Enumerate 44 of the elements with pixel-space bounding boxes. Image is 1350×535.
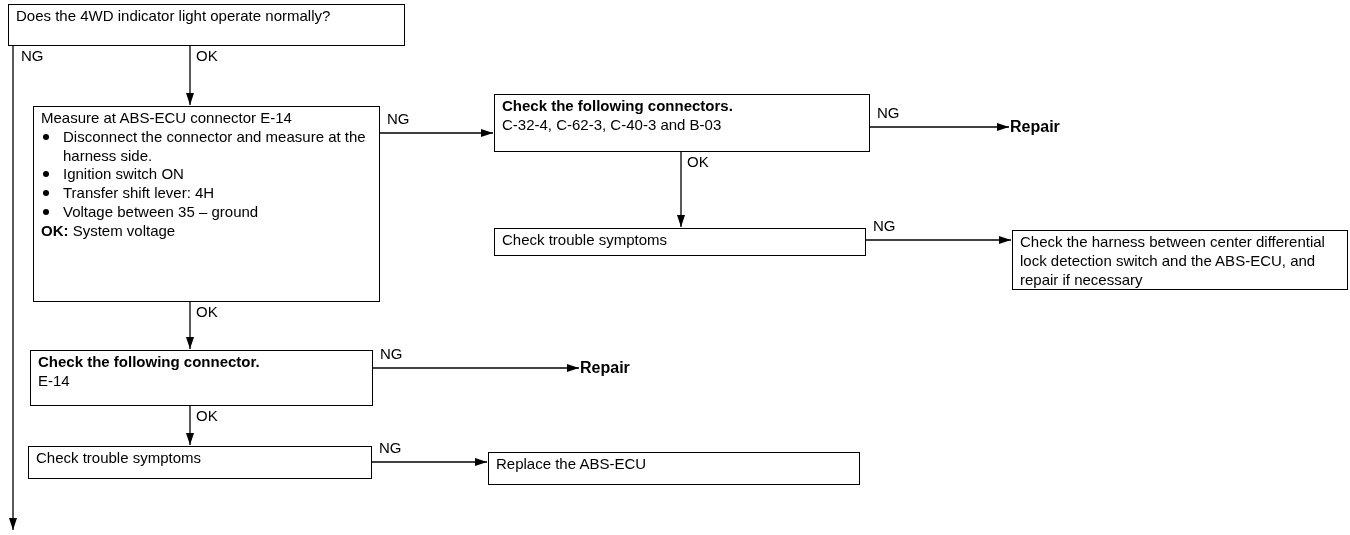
step-box [28,446,372,479]
step-text: Disconnect the connector and measure at the harness side. [63,127,367,166]
step-text: C-32-4, C-62-3, C-40-3 and B-03 [502,115,723,135]
edge-label: NG [872,218,897,233]
step-text: Voltage between 35 – ground [63,202,259,222]
edge-label: NG [20,48,45,63]
edge-label: OK [195,408,219,423]
step-box [30,350,373,406]
step-text: Replace the ABS-ECU [496,455,648,474]
arrow [371,458,488,466]
edge-label: OK [195,48,219,63]
step-text: Check trouble symptoms [36,449,203,468]
step-box [33,106,380,302]
step-box [488,452,860,485]
arrow [186,405,194,446]
step-text: Check trouble symptoms [502,231,669,250]
step-text: OK: System voltage [41,221,177,241]
arrow [869,123,1010,131]
arrow [9,45,17,531]
arrow [186,301,194,350]
edge-label: OK [686,154,710,169]
action-text: Repair [580,358,630,378]
step-text: Check the harness between center differential lock detection switch and the ABS-ECU, and repair if necessary [1020,233,1326,290]
edge-label: NG [386,111,411,126]
edge-label: NG [876,105,901,120]
edge-label: NG [379,346,404,361]
step-text: Does the 4WD indicator light operate normally? [16,7,332,26]
edge-label: OK [195,304,219,319]
action-text: Repair [1010,117,1060,137]
arrow [865,236,1012,244]
step-box [494,94,870,152]
step-text: Measure at ABS-ECU connector E-14 [41,109,293,128]
arrow [379,129,494,137]
arrow [677,151,685,228]
step-text: Ignition switch ON [63,165,184,184]
edge-label: NG [378,440,403,455]
step-text: Transfer shift lever: 4H [63,184,215,203]
arrow [372,364,580,372]
step-heading: Check the following connectors. [502,97,734,116]
step-box [8,4,405,46]
step-heading: Check the following connector. [38,353,261,372]
step-text: E-14 [38,371,71,391]
arrow [186,45,194,106]
step-box [494,228,866,256]
